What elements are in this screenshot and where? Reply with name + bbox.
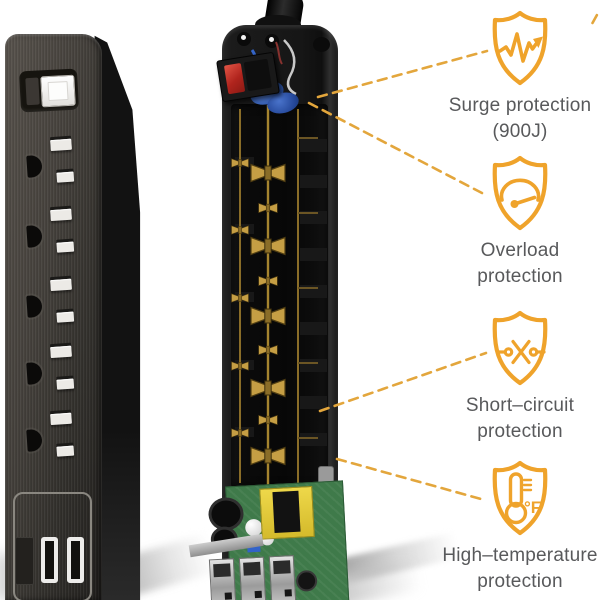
rocker-switch-body bbox=[243, 58, 272, 92]
callout-title: Overload bbox=[480, 240, 560, 261]
callout-title: Surge protection bbox=[448, 95, 592, 116]
callout-title: High–temperature bbox=[442, 545, 598, 566]
callout-short-circuit-protection: Short–circuit protection bbox=[440, 310, 600, 445]
ac-outlet bbox=[23, 208, 82, 264]
strip-side-face bbox=[94, 35, 141, 600]
usb-port-row bbox=[5, 537, 102, 585]
screw-hole bbox=[237, 32, 251, 46]
outlet-slot bbox=[50, 412, 72, 426]
power-switch-pad bbox=[25, 77, 40, 106]
surge-shield-icon bbox=[488, 10, 552, 86]
short-circuit-shield-icon bbox=[488, 310, 552, 386]
outlet-slot bbox=[50, 278, 72, 292]
outlet-ground-hole bbox=[26, 224, 43, 248]
callout-subtitle: protection bbox=[477, 571, 563, 592]
outlet-ground-hole bbox=[26, 428, 43, 452]
ac-outlet bbox=[23, 138, 82, 194]
ac-outlet bbox=[23, 278, 82, 334]
outlet-ground-hole bbox=[26, 361, 43, 385]
callout-subtitle: protection bbox=[477, 421, 563, 442]
circuit-board-assembly bbox=[188, 478, 350, 600]
ac-outlet bbox=[23, 345, 82, 401]
callout-subtitle: protection bbox=[477, 266, 563, 287]
callout-overload-protection: Overload protection bbox=[440, 155, 600, 290]
floor-shadow bbox=[333, 552, 451, 600]
usb-port-metal bbox=[208, 558, 237, 600]
screw-hole bbox=[265, 34, 279, 48]
power-switch-rocker bbox=[40, 74, 76, 108]
outlet-slot bbox=[50, 208, 72, 222]
outlet-ground-hole bbox=[26, 154, 43, 178]
outlet-slot bbox=[56, 311, 75, 323]
fahrenheit-label: °F bbox=[524, 498, 541, 517]
usb-port bbox=[67, 537, 84, 583]
high-temperature-shield-icon: °F bbox=[488, 460, 552, 536]
usb-panel-outline bbox=[13, 492, 92, 600]
transformer bbox=[259, 485, 315, 540]
strip-front-face bbox=[5, 34, 102, 600]
callout-title: Short–circuit bbox=[465, 395, 575, 416]
outlet-slot bbox=[56, 378, 75, 390]
usb-port-metal bbox=[238, 556, 267, 600]
overload-shield-icon bbox=[488, 155, 552, 231]
outlet-slot bbox=[56, 445, 75, 457]
usb-port-metal bbox=[268, 555, 297, 600]
power-strip-front-view bbox=[5, 30, 145, 600]
outlet-ground-hole bbox=[26, 294, 43, 318]
bus-bars-and-contacts bbox=[231, 105, 327, 489]
case-recess bbox=[313, 37, 330, 52]
callout-surge-protection: Surge protection (900J) bbox=[440, 10, 600, 145]
rocker-switch-back bbox=[216, 51, 280, 103]
ac-outlet bbox=[23, 412, 82, 468]
outlet-slot bbox=[56, 171, 75, 183]
callout-subtitle: (900J) bbox=[492, 121, 548, 142]
usb-port bbox=[41, 537, 58, 583]
rocker-switch-red-button bbox=[223, 62, 246, 95]
outlet-slot bbox=[56, 241, 75, 253]
outlet-slot bbox=[50, 345, 72, 359]
usb-port bbox=[15, 537, 34, 585]
outlet-slot bbox=[50, 138, 72, 152]
callout-high-temperature-protection: °F High–temperature protection bbox=[440, 460, 600, 595]
power-switch bbox=[18, 68, 80, 113]
